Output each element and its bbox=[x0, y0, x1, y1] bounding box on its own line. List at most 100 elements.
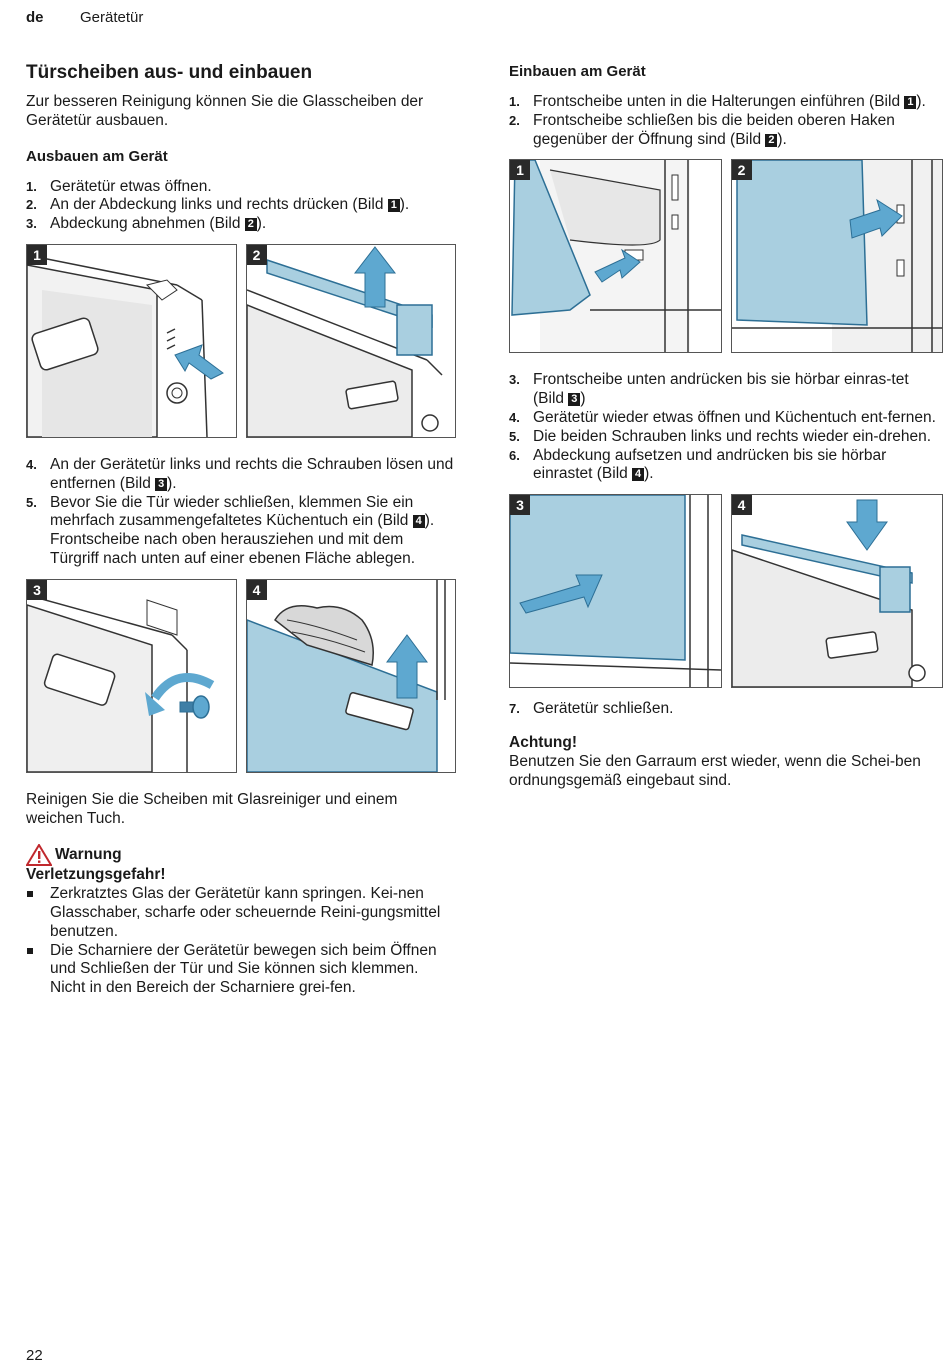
attention-title: Achtung! bbox=[509, 733, 578, 751]
press-cover-illustration bbox=[27, 254, 224, 437]
step-item: 6. Abdeckung aufsetzen und andrücken bis … bbox=[509, 447, 943, 485]
attention-text: Benutzen Sie den Garraum erst wieder, we… bbox=[509, 752, 921, 789]
warning-item: Zerkratztes Glas der Gerätetür kann spri… bbox=[26, 885, 456, 941]
figure-close-glass: 2 bbox=[730, 159, 943, 354]
removal-figures-a: 1 2 bbox=[26, 243, 456, 438]
figure-label: 2 bbox=[731, 160, 752, 181]
figure-ref-badge: 3 bbox=[155, 477, 168, 491]
step-text: Gerätetür etwas öffnen. bbox=[50, 177, 212, 195]
intro-text: Zur besseren Reinigung können Sie die Gl… bbox=[26, 93, 424, 129]
step-item: 1. Gerätetür etwas öffnen. bbox=[26, 178, 456, 197]
install-steps-c: 7. Gerätetür schließen. bbox=[509, 700, 943, 719]
warning-list: Zerkratztes Glas der Gerätetür kann spri… bbox=[26, 885, 456, 998]
figure-ref-badge: 4 bbox=[632, 468, 645, 482]
step-text: Frontscheibe unten andrücken bis sie hör… bbox=[533, 371, 909, 408]
step-item: 2. Frontscheibe schließen bis die beiden … bbox=[509, 112, 943, 150]
figure-label: 4 bbox=[731, 495, 752, 516]
warning-box: Warnung Verletzungsgefahr! Zerkratztes G… bbox=[26, 844, 456, 998]
figure-label: 2 bbox=[246, 244, 267, 265]
removal-section-title: Ausbauen am Gerät bbox=[26, 147, 168, 165]
warning-triangle-icon bbox=[26, 844, 52, 867]
page-number: 22 bbox=[26, 1347, 43, 1364]
step-item: 4. Gerätetür wieder etwas öffnen und Küch… bbox=[509, 409, 943, 428]
removal-steps-a: 1. Gerätetür etwas öffnen. 2.An der Abdec… bbox=[26, 178, 456, 234]
step-number: 2. bbox=[509, 112, 520, 128]
step-number: 3. bbox=[509, 372, 520, 388]
right-column: Einbauen am Gerät 1.Frontscheibe unten i… bbox=[509, 62, 943, 790]
step-text-end: ). bbox=[167, 474, 177, 492]
step-text: Abdeckung abnehmen (Bild bbox=[50, 215, 245, 233]
figure-press-cover: 1 bbox=[26, 243, 237, 438]
step-number: 5. bbox=[26, 494, 37, 510]
figure-label: 3 bbox=[27, 579, 47, 600]
step-number: 3. bbox=[26, 216, 37, 232]
step-text-end: ). bbox=[916, 93, 926, 110]
warning-header: Warnung bbox=[26, 844, 456, 867]
step-number: 1. bbox=[509, 94, 520, 109]
figure-remove-cover: 2 bbox=[245, 243, 456, 438]
step-text: An der Gerätetür links und rechts die Sc… bbox=[50, 455, 454, 492]
step-number: 6. bbox=[509, 447, 520, 463]
figure-attach-cover: 4 bbox=[730, 494, 943, 689]
figure-ref-badge: 3 bbox=[568, 393, 581, 407]
figure-insert-glass: 1 bbox=[509, 159, 722, 354]
close-glass-illustration bbox=[731, 160, 943, 353]
install-steps-b: 3. Frontscheibe unten andrücken bis sie h… bbox=[509, 371, 943, 484]
step-number: 4. bbox=[509, 409, 520, 425]
step-number: 5. bbox=[509, 428, 520, 444]
step-text-end: ). bbox=[424, 512, 435, 530]
step-text: Die beiden Schrauben links und rechts wi… bbox=[533, 427, 932, 445]
left-column: Türscheiben aus- und einbauen Zur besser… bbox=[26, 62, 456, 998]
figure-ref-badge: 2 bbox=[765, 133, 778, 147]
remove-screws-illustration bbox=[27, 594, 215, 772]
warning-title: Warnung bbox=[55, 846, 122, 864]
figure-press-glass: 3 bbox=[509, 494, 722, 689]
install-steps-a: 1.Frontscheibe unten in die Halterungen … bbox=[509, 93, 943, 149]
step-item: 7. Gerätetür schließen. bbox=[509, 700, 943, 719]
warning-item-text: Die Scharniere der Gerätetür bewegen sic… bbox=[50, 941, 437, 997]
step-text: Bevor Sie die Tür wieder schließen, klem… bbox=[50, 493, 414, 530]
warning-item-text: Zerkratztes Glas der Gerätetür kann spri… bbox=[50, 885, 441, 940]
step-text: An der Abdeckung links und rechts drücke… bbox=[50, 196, 388, 214]
step-text: Abdeckung aufsetzen und andrücken bis si… bbox=[533, 446, 887, 483]
step-number: 4. bbox=[26, 456, 37, 472]
step-number: 7. bbox=[509, 701, 520, 717]
remove-cover-illustration bbox=[246, 246, 443, 437]
warning-subtitle: Verletzungsgefahr! bbox=[26, 866, 166, 884]
figure-remove-screws: 3 bbox=[26, 578, 237, 773]
install-section-title: Einbauen am Gerät bbox=[509, 63, 646, 80]
step-text-end: ). bbox=[256, 215, 267, 233]
step-item: 3.Abdeckung abnehmen (Bild 2). bbox=[26, 215, 456, 234]
step-item: 3. Frontscheibe unten andrücken bis sie h… bbox=[509, 371, 943, 409]
step-number: 1. bbox=[26, 178, 37, 194]
header-section-title: Gerätetür bbox=[80, 9, 144, 26]
figure-ref-badge: 1 bbox=[904, 96, 917, 109]
figure-label: 3 bbox=[510, 495, 530, 516]
insert-glass-illustration bbox=[511, 160, 721, 353]
language-code: de bbox=[26, 9, 44, 26]
attention-box: Achtung! Benutzen Sie den Garraum erst w… bbox=[509, 734, 943, 790]
step-text-end: ). bbox=[644, 465, 654, 483]
step-text-end: ). bbox=[777, 130, 787, 148]
cleaning-note: Reinigen Sie die Scheiben mit Glasreinig… bbox=[26, 790, 398, 827]
step-text-end: ) bbox=[580, 390, 586, 408]
figure-towel-remove-glass: 4 bbox=[245, 578, 456, 773]
install-figures-a: 1 2 bbox=[509, 159, 943, 354]
figure-ref-badge: 1 bbox=[387, 199, 400, 213]
step-item: 5. Bevor Sie die Tür wieder schließen, kl… bbox=[26, 494, 456, 569]
figure-label: 1 bbox=[510, 160, 530, 181]
install-figures-b: 3 4 bbox=[509, 494, 943, 689]
step-text-end: ). bbox=[399, 196, 410, 214]
step-text: Frontscheibe schließen bis die beiden ob… bbox=[533, 111, 895, 148]
bullet-square bbox=[27, 947, 33, 954]
figure-label: 4 bbox=[246, 579, 267, 600]
step-item: 1.Frontscheibe unten in die Halterungen … bbox=[509, 93, 943, 112]
step-item: 2.An der Abdeckung links und rechts drüc… bbox=[26, 196, 456, 215]
figure-label: 1 bbox=[27, 244, 47, 265]
removal-figures-b: 3 4 bbox=[26, 578, 456, 773]
removal-steps-b: 4. An der Gerätetür links und rechts die … bbox=[26, 456, 456, 569]
step-text: Gerätetür schließen. bbox=[533, 700, 674, 718]
attach-cover-illustration bbox=[731, 499, 926, 688]
figure-ref-badge: 4 bbox=[412, 515, 425, 529]
step-text: Gerätetür wieder etwas öffnen und Küchen… bbox=[533, 408, 936, 426]
